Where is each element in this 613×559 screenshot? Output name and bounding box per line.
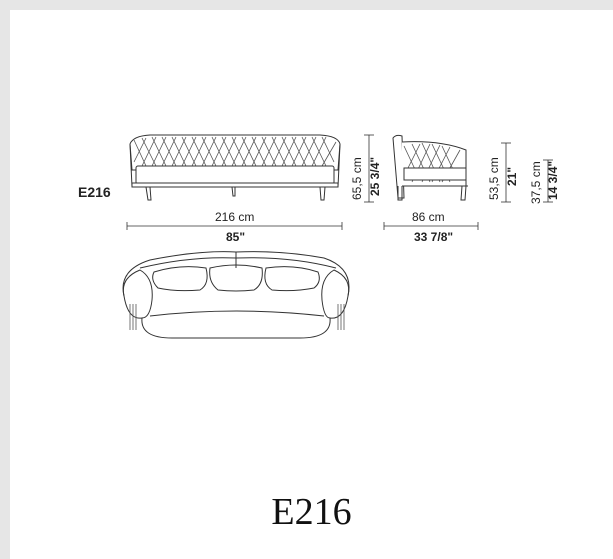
depth-in-label: 33 7/8" bbox=[414, 230, 453, 244]
front-leg-right bbox=[319, 186, 326, 201]
arm-height-in-label: 21" bbox=[505, 167, 519, 186]
height-in-label: 25 3/4" bbox=[368, 157, 382, 196]
depth-cm-label: 86 cm bbox=[412, 210, 445, 224]
top-arm-right bbox=[321, 269, 350, 319]
front-base-rail bbox=[131, 182, 339, 188]
side-view bbox=[392, 134, 468, 201]
side-dimension-lines bbox=[383, 142, 553, 230]
product-caption: E216 bbox=[271, 491, 352, 533]
top-seat-front bbox=[149, 310, 325, 317]
height-dimension-line bbox=[364, 134, 374, 203]
top-cushion-mid bbox=[209, 264, 263, 292]
width-dimension-line bbox=[126, 222, 343, 230]
top-cushion-left bbox=[152, 266, 208, 292]
side-leg-front bbox=[397, 186, 403, 201]
seat-height-in-label: 14 3/4" bbox=[546, 161, 560, 200]
weave-pattern bbox=[133, 136, 337, 167]
width-cm-label: 216 cm bbox=[215, 210, 254, 224]
side-back-frame bbox=[392, 134, 405, 199]
top-arm-left bbox=[122, 269, 153, 319]
side-seat-cushion bbox=[403, 167, 467, 181]
seat-height-cm-label: 37,5 cm bbox=[529, 161, 543, 204]
front-post-right bbox=[337, 143, 341, 188]
width-in-label: 85" bbox=[226, 230, 245, 244]
top-view bbox=[122, 251, 350, 339]
front-leg-left bbox=[145, 186, 152, 201]
arm-height-cm-label: 53,5 cm bbox=[487, 157, 501, 200]
height-cm-label: 65,5 cm bbox=[350, 157, 364, 200]
top-feet bbox=[129, 304, 345, 330]
side-leg-back bbox=[460, 185, 467, 201]
front-post-left bbox=[129, 143, 133, 188]
top-cushion-right bbox=[264, 266, 320, 292]
front-view bbox=[129, 134, 341, 201]
front-seat-cushion bbox=[135, 165, 335, 185]
model-code-label: E216 bbox=[78, 184, 111, 200]
side-weave bbox=[403, 142, 461, 183]
front-leg-mid bbox=[231, 186, 236, 197]
